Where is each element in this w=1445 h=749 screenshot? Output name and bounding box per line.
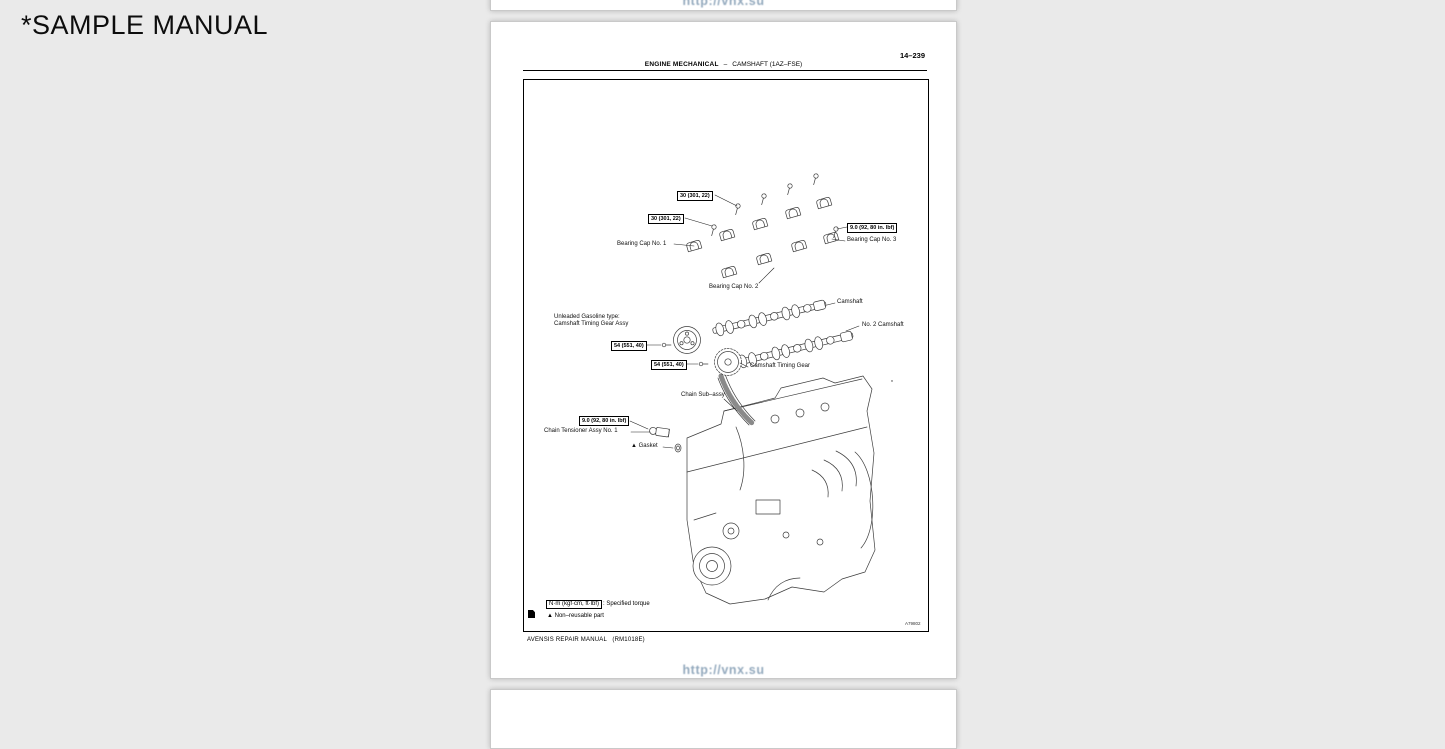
manual-footer: AVENSIS REPAIR MANUAL (RM1018E)	[527, 637, 645, 643]
torque-callout: 9.0 (92, 80 in. lbf)	[579, 416, 630, 426]
torque-callout: 9.0 (92, 80 in. lbf)	[847, 223, 898, 233]
note-icon	[528, 610, 535, 618]
chain-tensioner-art	[649, 427, 670, 438]
chain-tensioner-label: Chain Tensioner Assy No. 1	[544, 428, 618, 434]
gasket-art	[674, 443, 682, 453]
figure-code: A79802	[905, 621, 921, 626]
viewer-background: { "overlay": { "sample_label": "*SAMPLE …	[21, 0, 957, 749]
previous-page-partial: http://vnx.su	[490, 0, 957, 11]
camshaft-timing-gear-label: Camshaft Timing Gear	[750, 363, 811, 369]
exploded-view-figure: 30 (301, 22) 30 (301, 22) 9.0 (92, 80 in…	[523, 79, 929, 632]
no2-camshaft-art	[735, 330, 854, 369]
bearing-caps-upper-art	[686, 197, 833, 253]
chapter-section-title: ENGINE MECHANICAL	[644, 61, 719, 68]
stray-dot	[891, 380, 893, 382]
no2-camshaft-label: No. 2 Camshaft	[862, 322, 904, 328]
legend-non-reusable: ▲ Non–reusable part	[547, 613, 604, 619]
torque-callout: 54 (551, 40)	[611, 341, 647, 351]
unleaded-gasoline-label: Unleaded Gasoline type: Camshaft Timing …	[554, 314, 628, 328]
chain-sub-assy-label: Chain Sub–assy	[681, 392, 725, 398]
next-page-partial	[490, 689, 957, 749]
bearing-cap-3-label: Bearing Cap No. 3	[847, 237, 897, 243]
camshaft-art	[712, 299, 827, 337]
legend-torque-text: : Specified torque	[603, 601, 650, 607]
unleaded-gasoline-label-line1: Unleaded Gasoline type:	[554, 314, 620, 320]
sample-manual-watermark-label: *SAMPLE MANUAL	[21, 10, 269, 40]
bearing-cap-1-label: Bearing Cap No. 1	[617, 241, 667, 247]
bearing-caps-lower-art	[721, 232, 840, 279]
camshaft-label: Camshaft	[837, 299, 863, 305]
torque-callout: 54 (551, 40)	[651, 360, 687, 370]
camshaft-timing-gear-assy-art	[673, 326, 701, 354]
chapter-topic-title: CAMSHAFT (1AZ–FSE)	[732, 61, 803, 68]
header-rule	[523, 70, 927, 71]
engine-diagram-art	[629, 173, 893, 605]
manual-page: 14–239 ENGINE MECHANICAL–CAMSHAFT (1AZ–F…	[490, 21, 957, 679]
bearing-cap-bolts-art	[711, 173, 839, 239]
legend-torque: N·m (kgf·cm, ft·lbf): Specified torque	[546, 600, 650, 609]
gear-bolts-art	[661, 342, 709, 367]
header-separator: –	[723, 61, 728, 68]
engine-block-art	[686, 375, 876, 605]
leader-lines-art	[629, 194, 860, 449]
torque-callout: 30 (301, 22)	[677, 191, 713, 201]
watermark-url-link[interactable]: http://vnx.su	[682, 0, 765, 8]
torque-callout: 30 (301, 22)	[648, 214, 684, 224]
unleaded-gasoline-label-line2: Camshaft Timing Gear Assy	[554, 321, 629, 327]
camshaft-timing-gear-art	[714, 348, 742, 376]
legend-torque-box: N·m (kgf·cm, ft·lbf)	[546, 600, 602, 609]
page-number: 14–239	[899, 51, 925, 60]
bearing-cap-2-label: Bearing Cap No. 2	[709, 284, 759, 290]
gasket-label: ▲ Gasket	[631, 443, 658, 449]
watermark-url-link[interactable]: http://vnx.su	[682, 663, 765, 677]
chapter-header: ENGINE MECHANICAL–CAMSHAFT (1AZ–FSE)	[491, 61, 956, 68]
timing-chain-art	[717, 373, 756, 426]
